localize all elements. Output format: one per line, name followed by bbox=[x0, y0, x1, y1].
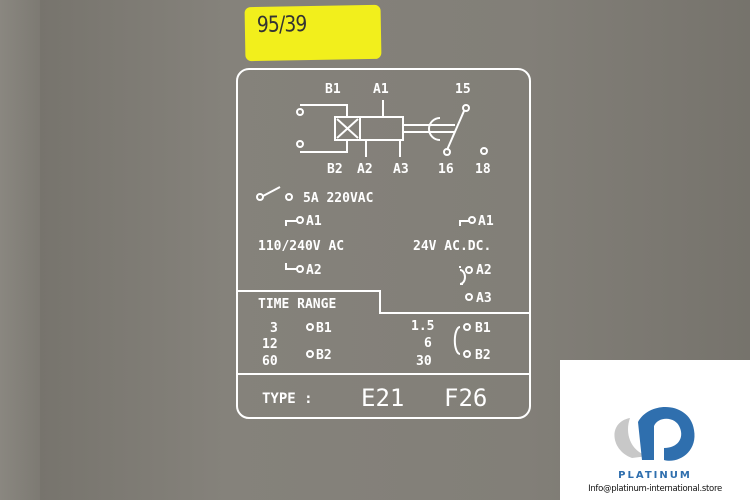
left-a2: A2 bbox=[306, 263, 322, 278]
left-value-3: 3 bbox=[270, 321, 278, 336]
right-value-1-5: 1.5 bbox=[411, 319, 434, 334]
left-a1: A1 bbox=[306, 214, 322, 229]
supply-right-link bbox=[459, 216, 476, 301]
label-border bbox=[236, 68, 531, 419]
time-range-title: TIME RANGE bbox=[258, 297, 336, 312]
terminal-a2: A2 bbox=[357, 162, 373, 177]
terminal-15: 15 bbox=[455, 82, 471, 97]
right-a1: A1 bbox=[478, 214, 494, 229]
left-value-12: 12 bbox=[262, 337, 278, 352]
right-b1: B1 bbox=[475, 321, 491, 336]
right-voltage: 24V AC.DC. bbox=[413, 239, 491, 254]
terminal-b1: B1 bbox=[325, 82, 341, 97]
contact-symbol bbox=[256, 186, 293, 201]
right-a3: A3 bbox=[476, 291, 492, 306]
right-value-6: 6 bbox=[424, 336, 432, 351]
time-range-divider bbox=[238, 290, 529, 314]
terminal-a1: A1 bbox=[373, 82, 389, 97]
platinum-logo-icon bbox=[614, 407, 695, 461]
right-a2: A2 bbox=[476, 263, 492, 278]
contact-rating: 5A 220VAC bbox=[303, 191, 373, 206]
brand-name: PLATINUM bbox=[618, 470, 692, 481]
left-b2: B2 bbox=[316, 348, 332, 363]
relay-symbol bbox=[296, 100, 488, 157]
time-range-symbols bbox=[306, 323, 471, 358]
supply-left-link bbox=[285, 216, 304, 273]
contact-email: Info@platinum-international.store bbox=[588, 484, 722, 494]
right-b2: B2 bbox=[475, 348, 491, 363]
left-voltage: 110/240V AC bbox=[258, 239, 344, 254]
type-label: TYPE : bbox=[262, 391, 313, 407]
type-model-f26: F26 bbox=[444, 384, 487, 412]
type-model-e21: E21 bbox=[361, 384, 404, 412]
watermark-panel: PLATINUM Info@platinum-international.sto… bbox=[560, 360, 750, 500]
terminal-18: 18 bbox=[475, 162, 491, 177]
housing-edge bbox=[0, 0, 40, 500]
terminal-16: 16 bbox=[438, 162, 454, 177]
right-value-30: 30 bbox=[416, 354, 432, 369]
left-value-60: 60 bbox=[262, 354, 278, 369]
terminal-a3: A3 bbox=[393, 162, 409, 177]
terminal-b2: B2 bbox=[327, 162, 343, 177]
left-b1: B1 bbox=[316, 321, 332, 336]
